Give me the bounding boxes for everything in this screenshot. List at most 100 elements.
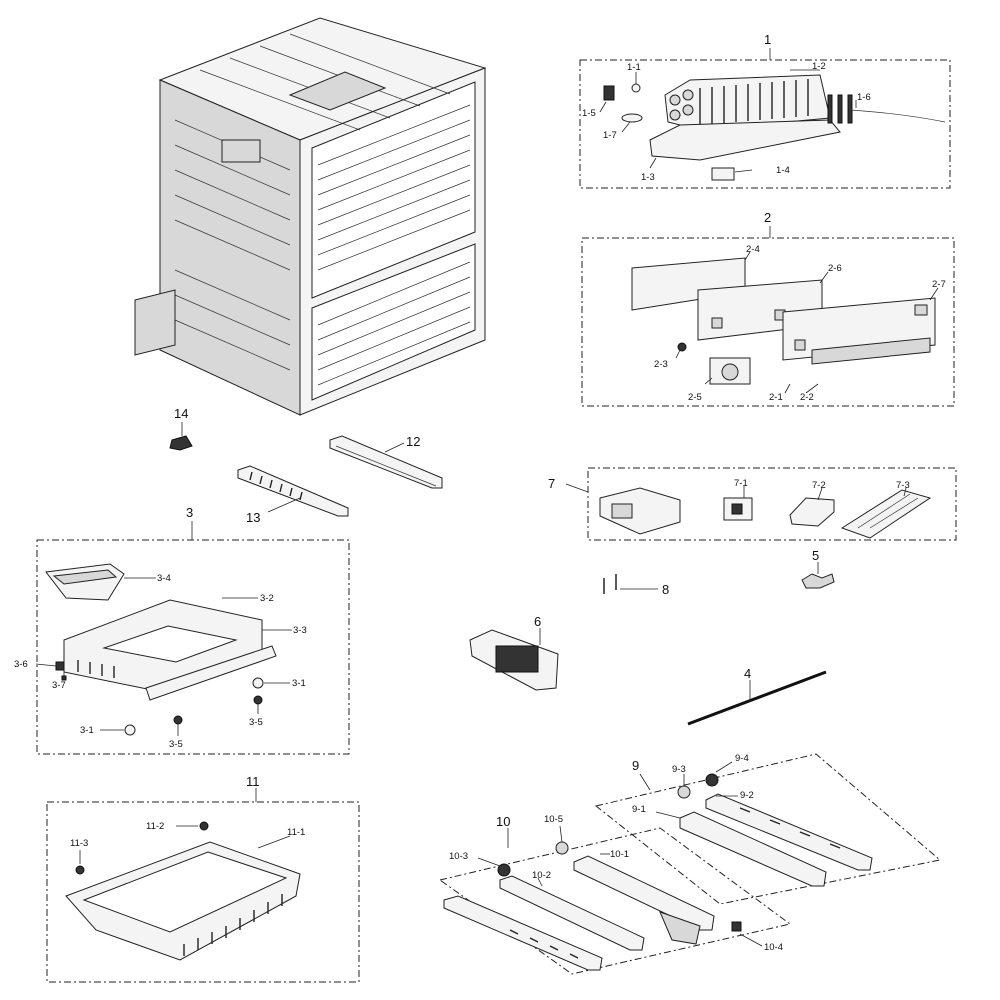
roller-3-1a-part bbox=[252, 677, 264, 689]
ice-tray-part bbox=[840, 489, 932, 539]
assembly-7-box bbox=[587, 467, 957, 541]
label-1-5: 1-5 bbox=[582, 108, 596, 119]
label-11-2: 11-2 bbox=[146, 821, 164, 832]
label-7-3: 7-3 bbox=[896, 480, 910, 491]
label-9-4: 9-4 bbox=[735, 753, 749, 764]
roller-3-1b-part bbox=[124, 724, 136, 736]
label-2-6: 2-6 bbox=[828, 263, 842, 274]
screw-part bbox=[677, 342, 687, 352]
label-7-1: 7-1 bbox=[734, 478, 748, 489]
label-1-7: 1-7 bbox=[603, 130, 617, 141]
gear-9-3-part bbox=[677, 785, 691, 799]
filter-plate-part bbox=[811, 337, 931, 365]
label-1-3: 1-3 bbox=[641, 172, 655, 183]
label-3-2: 3-2 bbox=[260, 593, 274, 604]
basket-part bbox=[65, 841, 301, 961]
rail-9-2-part bbox=[705, 793, 873, 871]
fan-motor-part bbox=[709, 357, 751, 385]
label-12: 12 bbox=[406, 434, 420, 449]
label-2: 2 bbox=[764, 210, 771, 225]
label-1-4: 1-4 bbox=[776, 165, 790, 176]
label-5: 5 bbox=[812, 548, 819, 563]
small-bin-part bbox=[45, 563, 125, 601]
rail-front-part bbox=[443, 895, 603, 971]
label-10-1: 10-1 bbox=[610, 849, 629, 860]
label-4: 4 bbox=[744, 666, 751, 681]
label-1-2: 1-2 bbox=[812, 61, 826, 72]
evaporator-cover-part bbox=[649, 119, 841, 161]
label-10-2: 10-2 bbox=[532, 870, 551, 881]
wire-part bbox=[621, 113, 643, 123]
ice-maker-sensor-part bbox=[789, 497, 835, 527]
label-7-2: 7-2 bbox=[812, 480, 826, 491]
label-2-4: 2-4 bbox=[746, 244, 760, 255]
evaporator-part bbox=[664, 74, 831, 131]
defrost-heater-part bbox=[827, 94, 946, 124]
label-10: 10 bbox=[496, 814, 510, 829]
label-3-5a: 3-5 bbox=[249, 717, 263, 728]
label-2-1: 2-1 bbox=[769, 392, 783, 403]
roller-3-5b-part bbox=[173, 715, 183, 725]
part-8-screws bbox=[603, 574, 617, 594]
drawer-part bbox=[63, 599, 263, 691]
label-3-1b: 3-1 bbox=[80, 725, 94, 736]
label-3-3: 3-3 bbox=[293, 625, 307, 636]
gear-10-3-part bbox=[497, 863, 511, 877]
label-7: 7 bbox=[548, 476, 555, 491]
cap-9-4-part bbox=[705, 773, 719, 787]
cap-10-4-part bbox=[731, 921, 742, 932]
assembly-2-box bbox=[581, 237, 955, 407]
roller-3-5a-part bbox=[253, 695, 263, 705]
fuse-part bbox=[603, 85, 615, 101]
stopper-11-2-part bbox=[199, 821, 209, 831]
label-2-2: 2-2 bbox=[800, 392, 814, 403]
label-3-6: 3-6 bbox=[14, 659, 28, 670]
label-11-3: 11-3 bbox=[70, 838, 88, 849]
ice-maker-part bbox=[599, 487, 681, 535]
label-9-2: 9-2 bbox=[740, 790, 754, 801]
part-12-rail bbox=[329, 435, 443, 489]
gear-10-5-part bbox=[555, 841, 569, 855]
label-9-1: 9-1 bbox=[632, 804, 646, 815]
label-2-7: 2-7 bbox=[932, 279, 946, 290]
part-5 bbox=[801, 573, 835, 589]
stopper-11-3-part bbox=[75, 865, 85, 875]
rail-10-2-part bbox=[499, 875, 645, 951]
part-4-rod bbox=[687, 670, 827, 726]
assembly-3-box bbox=[36, 539, 350, 755]
drawer-rail-part bbox=[145, 645, 277, 701]
part-13-rail bbox=[237, 465, 349, 517]
label-11: 11 bbox=[246, 774, 260, 789]
label-10-5: 10-5 bbox=[544, 814, 563, 825]
label-14: 14 bbox=[174, 406, 188, 421]
assembly-11-box bbox=[46, 801, 360, 983]
label-8: 8 bbox=[662, 582, 669, 597]
label-2-3: 2-3 bbox=[654, 359, 668, 370]
label-3-5b: 3-5 bbox=[169, 739, 183, 750]
part-14 bbox=[169, 435, 193, 451]
part-6-cover bbox=[469, 629, 559, 691]
label-1-6: 1-6 bbox=[857, 92, 871, 103]
label-13: 13 bbox=[246, 510, 260, 525]
ice-maker-control-part bbox=[723, 497, 753, 521]
cap-3-6-part bbox=[55, 661, 65, 671]
label-1-1: 1-1 bbox=[627, 62, 641, 73]
label-10-3: 10-3 bbox=[449, 851, 468, 862]
label-9-3: 9-3 bbox=[672, 764, 686, 775]
label-11-1: 11-1 bbox=[287, 827, 305, 838]
clip-part bbox=[631, 83, 641, 93]
label-3-7: 3-7 bbox=[52, 680, 66, 691]
sensor-part bbox=[711, 167, 735, 181]
assembly-1-box bbox=[579, 59, 951, 189]
assembly-9-box bbox=[594, 753, 942, 905]
label-9: 9 bbox=[632, 758, 639, 773]
label-3-4: 3-4 bbox=[157, 573, 171, 584]
label-2-5: 2-5 bbox=[688, 392, 702, 403]
rail-9-1-part bbox=[679, 811, 827, 887]
label-6: 6 bbox=[534, 614, 541, 629]
rail-10-1-part bbox=[573, 855, 715, 945]
label-10-4: 10-4 bbox=[764, 942, 783, 953]
label-3: 3 bbox=[186, 505, 193, 520]
label-3-1a: 3-1 bbox=[292, 678, 306, 689]
